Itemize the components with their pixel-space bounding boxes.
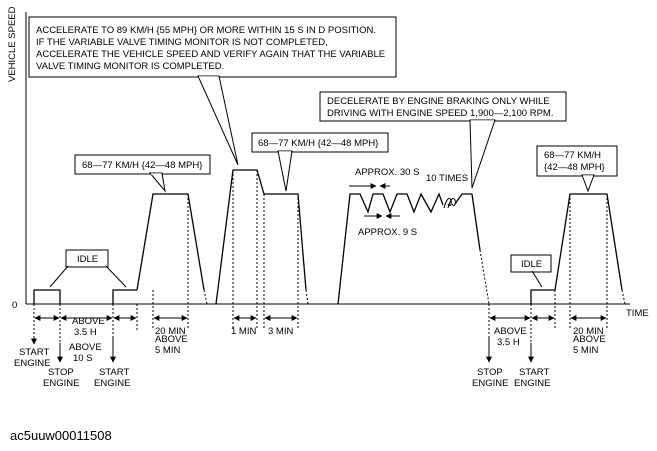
duration-markers	[33, 170, 608, 345]
start-engine-2-line-1: START	[99, 367, 129, 378]
callout-accelerate-line-4: VALVE TIMING MONITOR IS COMPLETED.	[36, 61, 224, 72]
origin-label: 0	[12, 300, 17, 311]
speed-range-1-label: 68—77 KM/H {42—48 MPH}	[82, 160, 202, 171]
stop-engine-2-line-1: STOP	[477, 367, 503, 378]
start-engine-1-line-2: ENGINE	[14, 358, 50, 369]
stop-engine-1-line-1: STOP	[48, 367, 74, 378]
above-35h-1-line-2: 3.5 H	[74, 327, 97, 338]
ten-times-label: 10 TIMES	[426, 173, 468, 184]
above-5min-2-line-2: 5 MIN	[573, 345, 598, 356]
callout-accelerate-line-2: IF THE VARIABLE VALVE TIMING MONITOR IS …	[36, 37, 328, 48]
above-35h-2-line-1: ABOVE	[494, 326, 527, 337]
callout-accelerate-line-1: ACCELERATE TO 89 KM/H {55 MPH} OR MORE W…	[36, 25, 376, 36]
x-axis-label: TIME	[626, 308, 649, 319]
above-5min-1-line-1: ABOVE	[155, 334, 188, 345]
speed-range-3-line-2: {42—48 MPH}	[544, 162, 605, 173]
decel-annotations: APPROX. 30 S APPROX. 9 S 10 TIMES	[349, 167, 468, 238]
callout-decelerate: DECELERATE BY ENGINE BRAKING ONLY WHILE …	[319, 91, 567, 189]
callout-speed-range-3: 68—77 KM/H {42—48 MPH}	[536, 145, 618, 193]
callout-accelerate: ACCELERATE TO 89 KM/H {55 MPH} OR MORE W…	[28, 16, 397, 166]
start-engine-3-line-1: START	[519, 367, 549, 378]
stop-engine-1-line-2: ENGINE	[43, 378, 79, 389]
stop-engine-2-line-2: ENGINE	[472, 378, 508, 389]
callout-decelerate-line-1: DECELERATE BY ENGINE BRAKING ONLY WHILE	[327, 96, 550, 107]
above-35h-2-line-2: 3.5 H	[497, 337, 520, 348]
min3-label: 3 MIN	[268, 326, 293, 337]
idle-1-label: IDLE	[77, 254, 98, 265]
min1-label: 1 MIN	[231, 326, 256, 337]
above-10s-line-2: 10 S	[73, 353, 93, 364]
callout-idle-1: IDLE	[49, 249, 127, 288]
above-35h-1-line-1: ABOVE	[72, 316, 105, 327]
callout-speed-range-1: 68—77 KM/H {42—48 MPH}	[74, 154, 211, 193]
idle-2-label: IDLE	[521, 259, 542, 270]
callout-accelerate-line-3: ACCELERATE THE VEHICLE SPEED AND VERIFY …	[36, 49, 385, 60]
speed-range-3-line-1: 68—77 KM/H	[544, 150, 601, 161]
y-axis-label: VEHICLE SPEED	[7, 6, 18, 82]
start-engine-2-line-2: ENGINE	[94, 378, 130, 389]
engine-events: START ENGINE STOP ENGINE START ENGINE ST…	[14, 336, 550, 389]
above-5min-1-line-2: 5 MIN	[155, 345, 180, 356]
speed-profile	[33, 169, 626, 305]
callout-decelerate-line-2: DRIVING WITH ENGINE SPEED 1,900—2,100 RP…	[327, 108, 553, 119]
figure-id: ac5uuw00011508	[10, 428, 112, 443]
callout-speed-range-2: 68—77 KM/H {42—48 MPH}	[251, 132, 389, 192]
min20-2-label: 20 MIN	[573, 326, 604, 337]
axes: VEHICLE SPEED TIME 0	[7, 6, 649, 319]
above-5min-2-line-1: ABOVE	[573, 334, 606, 345]
callout-idle-2: IDLE	[510, 254, 552, 288]
start-engine-1-line-1: START	[19, 347, 49, 358]
start-engine-3-line-2: ENGINE	[514, 378, 550, 389]
min20-1-label: 20 MIN	[155, 326, 186, 337]
duration-labels: ABOVE 3.5 H ABOVE 10 S ABOVE 5 MIN 20 MI…	[69, 316, 606, 364]
approx-9s-label: APPROX. 9 S	[358, 227, 417, 238]
speed-range-2-label: 68—77 KM/H {42—48 MPH}	[258, 138, 378, 149]
above-10s-line-1: ABOVE	[69, 342, 102, 353]
approx-30s-label: APPROX. 30 S	[355, 167, 419, 178]
